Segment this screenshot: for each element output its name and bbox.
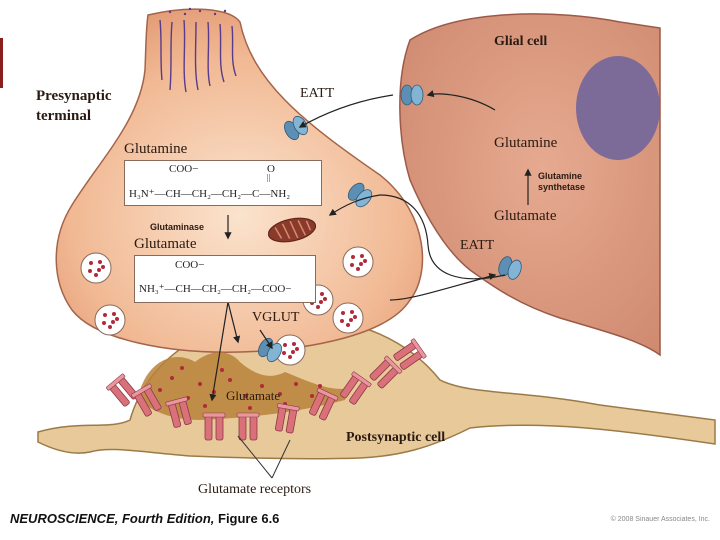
glutamate-molecule	[248, 406, 252, 410]
vesicle	[80, 252, 112, 284]
glutamate-molecule	[198, 382, 202, 386]
glutamate-molecule	[318, 384, 322, 388]
glutamine-synthetase-label-1: Glutamine	[538, 171, 583, 181]
glutamate-receptor-channels	[106, 338, 427, 441]
glutamate-receptor	[202, 412, 226, 441]
glutaminase-label: Glutaminase	[150, 222, 205, 232]
glutamate-coo: COO−	[175, 259, 205, 271]
synaptic-cleft	[140, 352, 350, 420]
presynaptic-label: Presynaptic	[36, 88, 112, 104]
terminal-label: terminal	[36, 108, 91, 124]
glutamate-glial-label: Glutamate	[494, 208, 557, 224]
vglut-label: VGLUT	[252, 310, 300, 325]
pathway-arrows	[209, 90, 532, 402]
glutamine-structure: COO− O || H₃N⁺—CH—CH₂—CH₂—C—NH₂	[124, 160, 322, 206]
glutamine-coo: COO−	[169, 163, 199, 175]
copyright-notice: © 2008 Sinauer Associates, Inc.	[610, 516, 710, 523]
glutamate-receptor	[274, 403, 300, 434]
glutamate-formula: NH₃⁺—CH—CH₂—CH₂—COO−	[139, 283, 292, 295]
synaptic-vesicles	[80, 246, 374, 366]
glutamate-presynaptic-label: Glutamate	[134, 236, 197, 252]
glutamine-presynaptic-label: Glutamine	[124, 141, 188, 157]
caption-title: NEUROSCIENCE, Fourth Edition,	[10, 511, 215, 526]
transporter	[498, 256, 522, 280]
glutamate-molecule	[170, 376, 174, 380]
glutamate-molecule	[294, 382, 298, 386]
glutamate-molecule	[260, 384, 264, 388]
vesicle	[342, 246, 374, 278]
eatt-top-label: EATT	[300, 86, 335, 101]
glutamate-molecule	[180, 366, 184, 370]
glutamate-receptor	[131, 383, 162, 417]
glutamate-receptor	[236, 412, 260, 441]
glutamate-structure: COO− NH₃⁺—CH—CH₂—CH₂—COO−	[134, 255, 316, 303]
transporter	[347, 182, 373, 208]
glutamine-formula: H₃N⁺—CH—CH₂—CH₂—C—NH₂	[129, 188, 291, 200]
caption-figure: Figure 6.6	[214, 511, 280, 526]
glutamate-molecule	[244, 394, 248, 398]
postsynaptic-cell-label: Postsynaptic cell	[346, 430, 446, 445]
glutamate-receptor	[106, 373, 139, 407]
transporter	[400, 84, 424, 106]
vesicle	[274, 334, 306, 366]
eatt-right-label: EATT	[460, 238, 495, 253]
glutamate-receptor	[165, 396, 192, 428]
axon-fibres	[159, 19, 237, 93]
glutamate-receptors-label: Glutamate receptors	[198, 482, 312, 497]
glutamine-synthetase-label-2: synthetase	[538, 182, 586, 192]
glutamine-oxygen: O	[267, 163, 275, 175]
mitochondrion	[267, 217, 317, 243]
glial-nucleus	[576, 56, 660, 160]
glutamate-receptor	[369, 355, 403, 389]
glutamate-molecule	[203, 404, 207, 408]
vesicle	[332, 302, 364, 334]
glutamine-glial-label: Glutamine	[494, 135, 558, 151]
glutamate-receptor	[309, 387, 339, 421]
glutamine-double-bond: ||	[267, 173, 271, 182]
vesicle	[94, 304, 126, 336]
axon-dots	[168, 7, 227, 16]
glutamate-molecule	[228, 378, 232, 382]
slide-accent-bar	[0, 38, 3, 88]
glutamate-receptor	[340, 371, 372, 405]
receptor-pointer-lines	[237, 435, 291, 479]
figure-caption: NEUROSCIENCE, Fourth Edition, Figure 6.6	[10, 511, 279, 526]
glutamate-receptor	[393, 338, 427, 370]
glutamate-molecule	[278, 392, 282, 396]
glutamate-molecule	[158, 388, 162, 392]
glial-cell-label: Glial cell	[494, 34, 548, 49]
glutamate-molecule	[310, 394, 314, 398]
glutamate-cleft-label: Glutamate	[226, 388, 281, 403]
glutamate-molecule	[220, 368, 224, 372]
